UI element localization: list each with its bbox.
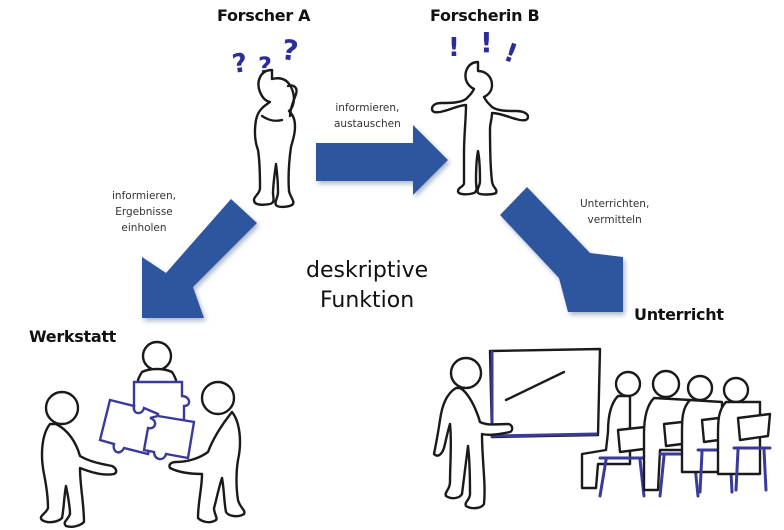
node-title-workshop: Werkstatt: [29, 327, 117, 346]
workshop-illustration: [39, 340, 246, 528]
center-label-line2: Funktion: [319, 288, 415, 313]
exclamation-marks-icon: ! ! !: [448, 26, 521, 70]
node-title-researcher-b: Forscherin B: [430, 6, 540, 25]
center-label: deskriptive Funktion: [306, 256, 428, 316]
center-label-line1: deskriptive: [306, 258, 429, 283]
svg-text:?: ?: [230, 48, 249, 80]
researcher-a-figure: ? ? ?: [230, 33, 301, 209]
edge-label-line: einholen: [121, 222, 167, 234]
puzzle-pieces: [98, 380, 196, 461]
svg-text:?: ?: [280, 33, 301, 68]
edge-label-a-to-werkstatt: informieren, Ergebnisse einholen: [112, 188, 176, 236]
teaching-illustration: [432, 347, 772, 510]
node-title-researcher-a: Forscher A: [217, 6, 311, 25]
edge-label-line: vermitteln: [587, 214, 642, 226]
edge-label-b-to-unterricht: Unterrichten, vermitteln: [580, 196, 649, 228]
researcher-b-figure: ! ! !: [430, 26, 530, 196]
edge-label-line: Unterrichten,: [580, 198, 650, 210]
edge-label-line: informieren,: [335, 102, 400, 114]
svg-text:!: !: [500, 38, 521, 70]
whiteboard: [488, 347, 602, 439]
edge-label-line: informieren,: [112, 190, 176, 202]
pointer-stick: [504, 370, 566, 402]
students: [580, 369, 772, 498]
arrow-a-to-b: [316, 125, 448, 195]
arrow-a-to-werkstatt: [142, 199, 257, 318]
svg-text:!: !: [448, 33, 460, 63]
edge-label-line: austauschen: [334, 118, 401, 130]
edge-label-a-to-b: informieren, austauschen: [334, 100, 401, 132]
node-title-teaching: Unterricht: [634, 305, 724, 324]
arrow-b-to-unterricht: [500, 187, 623, 312]
svg-text:!: !: [480, 26, 493, 59]
edge-label-line: Ergebnisse: [115, 206, 173, 218]
